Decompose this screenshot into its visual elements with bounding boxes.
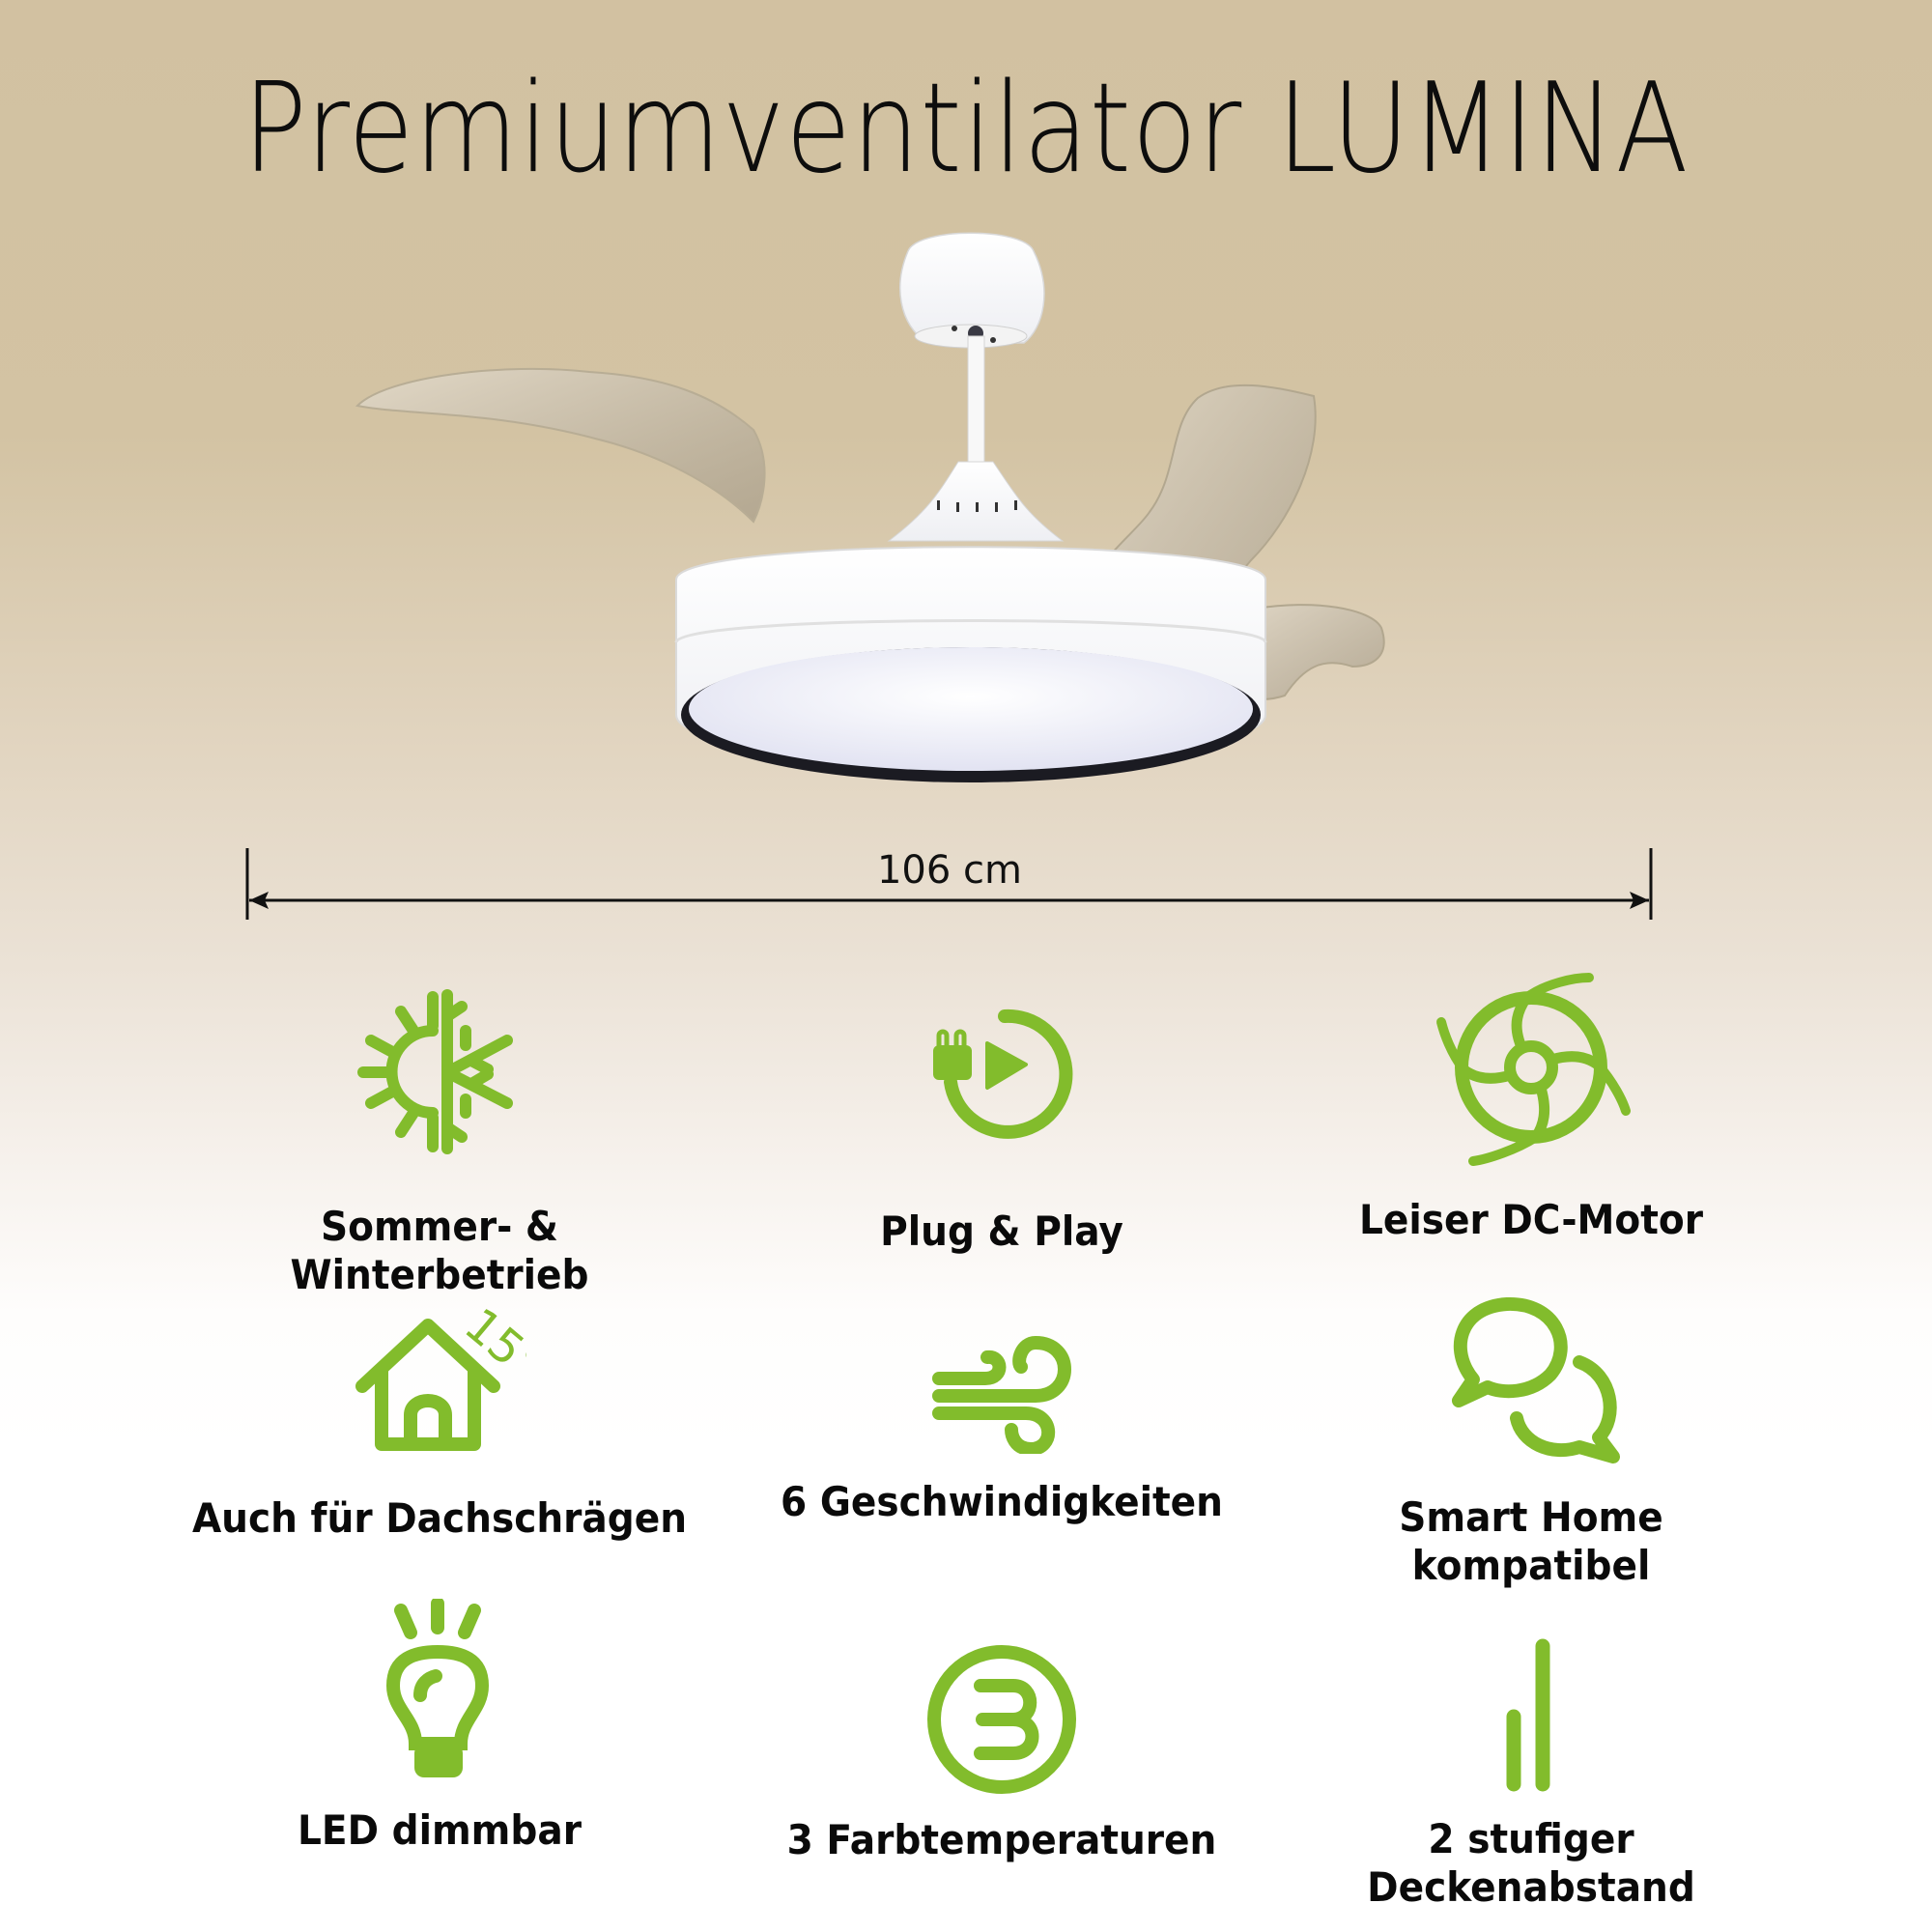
feature-label-line2: kompatibel [1411, 1542, 1651, 1589]
arrow-left-icon [249, 892, 269, 909]
width-dimension-line [245, 848, 1653, 920]
feature-label: Auch für Dachschrägen [191, 1494, 688, 1542]
feature-label: Leiser DC-Motor [1358, 1196, 1704, 1243]
feature-dc-motor: Leiser DC-Motor [1241, 966, 1821, 1244]
sun-snowflake-icon [357, 989, 513, 1154]
feature-label: Plug & Play [880, 1208, 1123, 1255]
feature-speeds: 6 Geschwindigkeiten [712, 1328, 1292, 1526]
feature-label: LED dimmbar [298, 1806, 582, 1854]
feature-label: 6 Geschwindigkeiten [781, 1478, 1223, 1525]
feature-summer-winter: Sommer- & Winterbetrieb [150, 987, 729, 1299]
feature-label: 3 Farbtemperaturen [786, 1816, 1217, 1863]
circle-three-icon [927, 1645, 1076, 1794]
feature-label-line1: Smart Home [1399, 1493, 1663, 1541]
feature-ceiling-distance: 2 stufiger Deckenabstand [1241, 1634, 1821, 1912]
feature-smart-home: Smart Home kompatibel [1241, 1293, 1821, 1590]
feature-led-dimmable: LED dimmbar [150, 1599, 729, 1855]
wind-icon [932, 1335, 1071, 1454]
light-bulb-icon [385, 1599, 490, 1777]
feature-label: 2 stufiger Deckenabstand [1367, 1815, 1695, 1911]
two-bars-icon [1506, 1638, 1550, 1792]
fan-motor-icon [1436, 973, 1631, 1166]
width-dimension-label: 106 cm [876, 848, 1023, 893]
ceiling-fan-image [355, 232, 1385, 782]
page-title: Premiumventilator LUMINA [242, 57, 1690, 201]
arrow-right-icon [1630, 892, 1649, 909]
plug-play-icon [933, 1009, 1073, 1139]
feature-color-temperatures: 3 Farbtemperaturen [712, 1642, 1292, 1864]
house-roof-15-icon: 15° [355, 1299, 526, 1451]
feature-roof-slope: 15° Auch für Dachschrägen [150, 1299, 729, 1543]
chat-bubbles-icon [1452, 1296, 1620, 1463]
feature-plug-play: Plug & Play [712, 1005, 1292, 1256]
feature-label: Sommer- & Winterbetrieb [290, 1203, 589, 1298]
